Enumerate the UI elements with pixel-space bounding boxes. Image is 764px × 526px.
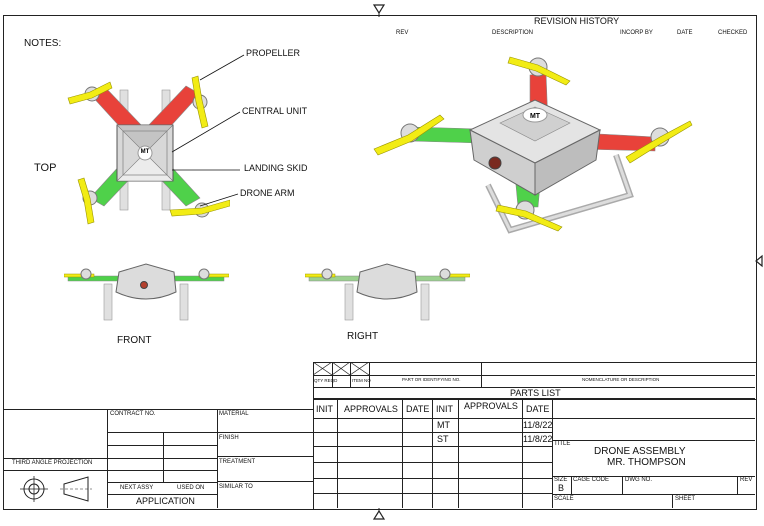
parts-list-title: PARTS LIST xyxy=(510,388,561,398)
rev-column: REV xyxy=(396,30,409,36)
approvals-date-header-left: DATE xyxy=(406,404,430,414)
scale-label: SCALE xyxy=(554,496,574,502)
checked-column: CHECKED xyxy=(718,30,748,36)
description-column: DESCRIPTION xyxy=(492,30,534,36)
iso-logo-text: MT xyxy=(530,113,541,120)
callout-central-unit: CENTRAL UNIT xyxy=(242,106,308,116)
material-label: MATERIAL xyxy=(219,411,249,417)
callout-propeller: PROPELLER xyxy=(246,48,301,58)
part-id-label: PART OR IDENTIFYING NO. xyxy=(402,377,461,382)
finish-label: FINISH xyxy=(219,435,239,441)
front-view-drawing xyxy=(64,263,229,321)
parts-list-xbox xyxy=(313,362,369,375)
isometric-view-drawing: MT xyxy=(373,56,693,234)
left-info-block xyxy=(3,409,313,509)
third-angle-projection-icon xyxy=(20,476,92,502)
title-block xyxy=(552,398,755,509)
center-mark-top-icon xyxy=(372,4,386,17)
similar-to-label: SIMILAR TO xyxy=(219,484,253,490)
callout-drone-arm: DRONE ARM xyxy=(240,188,295,198)
treatment-label: TREATMENT xyxy=(219,459,256,465)
nomenclature-label: NOMENCLATURE OR DESCRIPTION xyxy=(582,377,660,382)
contract-no-label: CONTRACT NO. xyxy=(110,411,156,417)
approvals-date-header-right: DATE xyxy=(526,404,550,414)
approvals-init-header-left: INIT xyxy=(316,404,333,414)
title-label: TITLE xyxy=(554,441,571,447)
cage-code-label: CAGE CODE xyxy=(573,477,610,483)
approval-row-2-init: ST xyxy=(437,434,449,444)
next-assy-label: NEXT ASSY xyxy=(120,485,154,491)
item-no-label: ITEM NO xyxy=(352,378,371,383)
approvals-init-header-right: INIT xyxy=(436,404,453,414)
qty-reqd-label: QTY REQD xyxy=(314,378,338,383)
third-angle-label: THIRD ANGLE PROJECTION xyxy=(12,460,93,466)
rev-label: REV xyxy=(740,477,753,483)
top-logo-text: MT xyxy=(141,149,150,155)
application-label: APPLICATION xyxy=(136,496,195,506)
approvals-grid xyxy=(313,398,553,509)
used-on-label: USED ON xyxy=(177,485,205,491)
approvals-header-right: APPROVALS xyxy=(464,401,518,411)
size-label: SIZE xyxy=(554,477,568,483)
top-view-label: TOP xyxy=(34,162,57,174)
center-mark-right-icon xyxy=(755,254,763,268)
approval-row-1-init: MT xyxy=(437,420,450,430)
drawing-border xyxy=(3,15,757,510)
callout-landing-skid: LANDING SKID xyxy=(244,163,308,173)
date-column: DATE xyxy=(677,30,693,36)
approvals-header-left: APPROVALS xyxy=(344,404,398,414)
parts-list-block xyxy=(313,362,756,400)
sheet-label: SHEET xyxy=(675,496,696,502)
center-mark-bottom-icon xyxy=(372,508,386,520)
size-value: B xyxy=(558,483,565,493)
right-view-label: RIGHT xyxy=(347,331,379,342)
drawing-title-line2: MR. THOMPSON xyxy=(607,457,686,468)
front-view-label: FRONT xyxy=(117,335,152,346)
right-view-drawing xyxy=(305,263,470,321)
dwg-no-label: DWG NO. xyxy=(625,477,652,483)
incorp-by-column: INCORP BY xyxy=(620,30,653,36)
approval-row-1-date: 11/8/22 xyxy=(523,420,553,430)
drawing-title-line1: DRONE ASSEMBLY xyxy=(594,446,686,457)
approval-row-2-date: 11/8/22 xyxy=(523,434,553,444)
revision-history-title: REVISION HISTORY xyxy=(534,16,620,26)
notes-label: NOTES: xyxy=(24,38,62,49)
top-view-drawing: MT xyxy=(67,75,230,225)
